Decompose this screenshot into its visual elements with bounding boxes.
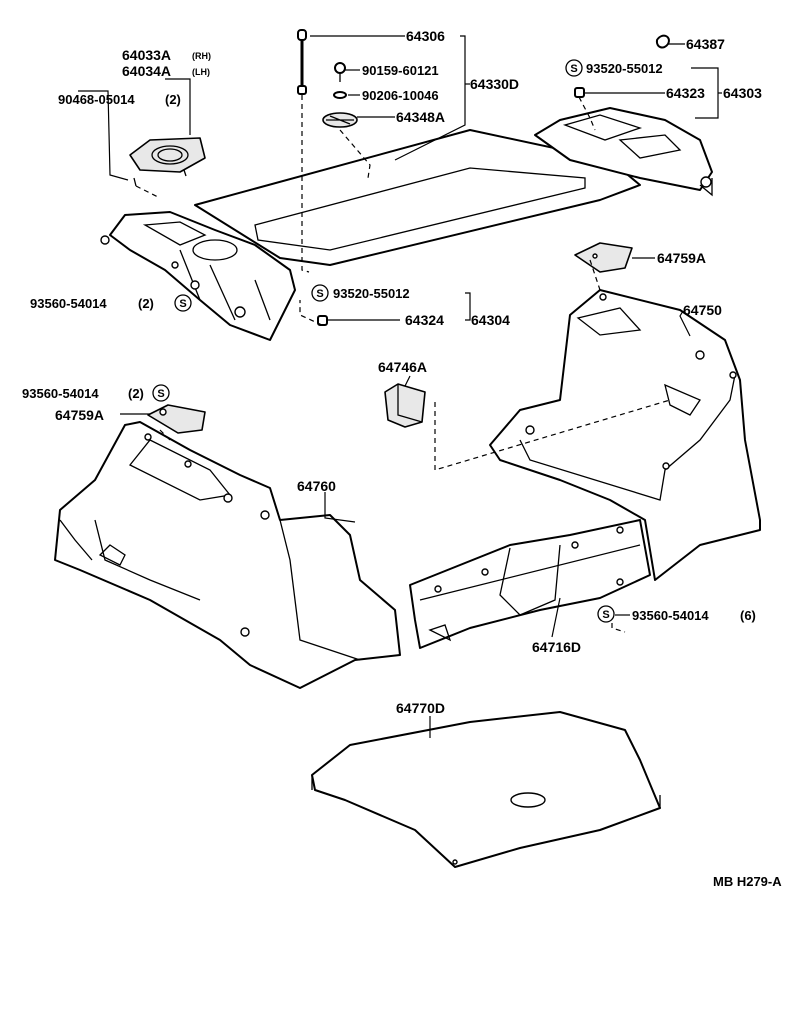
assembly-lines [135,95,671,633]
label-93520-55012-mid: 93520-55012 [333,286,410,301]
label-64759a-left: 64759A [55,407,104,423]
label-64387: 64387 [686,36,725,52]
label-90206-10046: 90206-10046 [362,88,439,103]
label-93560-54014-right: 93560-54014 [632,608,709,623]
part-labels: 64306 90159-60121 64330D 90206-10046 643… [22,28,782,889]
svg-text:S: S [316,288,323,300]
drawing-code: MB H279-A [713,874,782,889]
label-93560-54014-lower: 93560-54014 [22,386,99,401]
trim-cover [384,383,426,428]
label-64323: 64323 [666,85,705,101]
left-side-trim [54,421,401,689]
package-tray-trim [194,129,641,266]
label-93560-right-qty: (6) [740,608,756,623]
label-64750: 64750 [683,302,722,318]
svg-text:S: S [602,609,609,621]
right-tray-bracket [534,107,713,197]
support-rod [297,29,307,95]
svg-text:S: S [179,298,186,310]
label-93560-lower-qty: (2) [128,386,144,401]
label-64770d: 64770D [396,700,445,716]
label-64759a-right: 64759A [657,250,706,266]
label-90159-60121: 90159-60121 [362,63,439,78]
trunk-floor-mat [311,711,661,868]
label-64303: 64303 [723,85,762,101]
svg-text:S: S [157,388,164,400]
label-64330d: 64330D [470,76,519,92]
fasteners [317,34,670,326]
right-side-trim [489,289,761,581]
tray-mat-right [574,242,633,273]
s-symbol-left-bracket: S [174,294,192,312]
label-90468-qty: (2) [165,92,181,107]
label-64033a-side: (RH) [192,51,211,61]
label-64746a: 64746A [378,359,427,375]
s-symbols: S S S S S [152,59,615,623]
label-64304: 64304 [471,312,510,328]
s-symbol-top-right: S [565,59,583,77]
label-64034a: 64034A [122,63,171,79]
svg-text:S: S [570,63,577,75]
s-symbol-mid: S [311,284,329,302]
s-symbol-lower-left: S [152,384,170,402]
label-64034a-side: (LH) [192,67,210,77]
left-tray-bracket [100,211,296,341]
label-64306: 64306 [406,28,445,44]
label-93520-55012-top: 93520-55012 [586,61,663,76]
leader-lines [78,35,722,738]
speaker-grille [129,137,206,187]
s-symbol-lower-right: S [597,605,615,623]
label-64716d: 64716D [532,639,581,655]
label-64348a: 64348A [396,109,445,125]
label-93560-54014-left: 93560-54014 [30,296,107,311]
label-64760: 64760 [297,478,336,494]
label-93560-left-qty: (2) [138,296,154,311]
label-90468-05014: 90468-05014 [58,92,135,107]
label-64324: 64324 [405,312,444,328]
label-64033a: 64033A [122,47,171,63]
rear-trunk-trim [409,519,651,649]
tray-mat-left [147,404,206,434]
